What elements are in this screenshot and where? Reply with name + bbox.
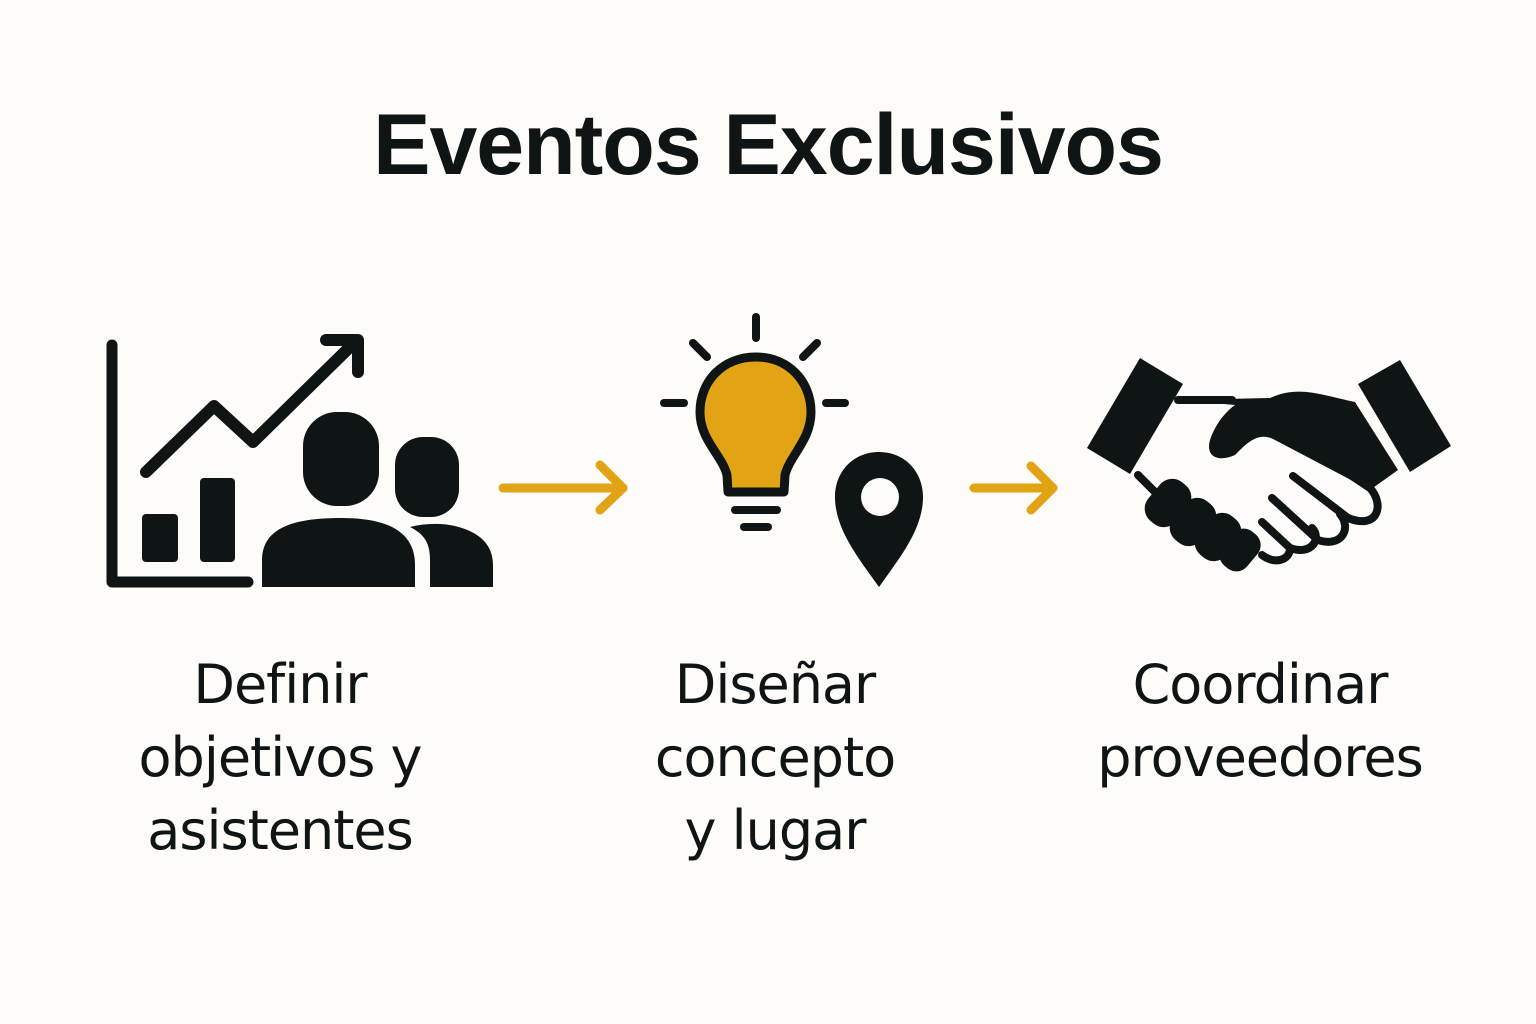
step-2-label: Diseñar concepto y lugar bbox=[565, 648, 985, 867]
step-3-label: Coordinar proveedores bbox=[1040, 648, 1480, 794]
step-1-line-3: asistentes bbox=[147, 799, 414, 862]
step-2-line-3: y lugar bbox=[684, 799, 867, 862]
chart-people-icon bbox=[100, 325, 500, 595]
step-1-line-2: objetivos y bbox=[138, 726, 423, 789]
step-1-label: Definir objetivos y asistentes bbox=[70, 648, 490, 867]
step-3-line-1: Coordinar bbox=[1132, 653, 1389, 716]
step-1-line-1: Definir bbox=[193, 653, 367, 716]
step-3-line-2: proveedores bbox=[1097, 726, 1423, 789]
handshake-icon bbox=[1080, 350, 1460, 580]
arrow-right-icon bbox=[965, 458, 1065, 518]
arrow-right-icon bbox=[495, 458, 635, 518]
page-title: Eventos Exclusivos bbox=[373, 97, 1164, 193]
lightbulb-location-icon bbox=[650, 305, 940, 600]
step-2-line-2: concepto bbox=[654, 726, 896, 789]
step-2-line-1: Diseñar bbox=[674, 653, 876, 716]
